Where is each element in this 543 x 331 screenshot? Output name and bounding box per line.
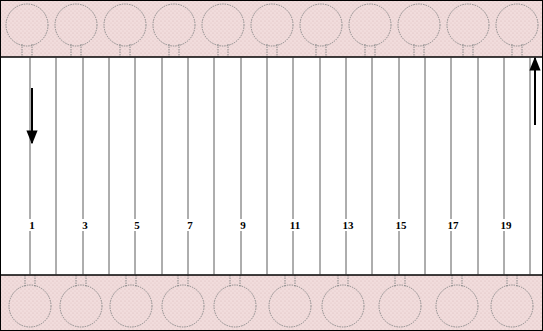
callout-number: 11 xyxy=(289,219,301,231)
bottom-bulbs xyxy=(9,275,533,327)
callout-number: 9 xyxy=(239,219,247,231)
callout-number: 5 xyxy=(133,219,141,231)
callout-number: 13 xyxy=(342,219,355,231)
tubes xyxy=(30,57,530,275)
callout-number: 15 xyxy=(395,219,408,231)
callout-number: 7 xyxy=(186,219,194,231)
flow-arrow-up xyxy=(534,58,536,125)
top-bulbs xyxy=(6,4,538,57)
callout-number: 17 xyxy=(447,219,460,231)
top-band xyxy=(0,0,543,57)
top-edge xyxy=(0,56,543,58)
flow-arrow-down xyxy=(31,88,33,143)
bottom-band xyxy=(0,275,543,331)
bottom-edge xyxy=(0,274,543,276)
callout-number: 19 xyxy=(500,219,513,231)
callout-number: 1 xyxy=(28,219,36,231)
callout-number: 3 xyxy=(81,219,89,231)
